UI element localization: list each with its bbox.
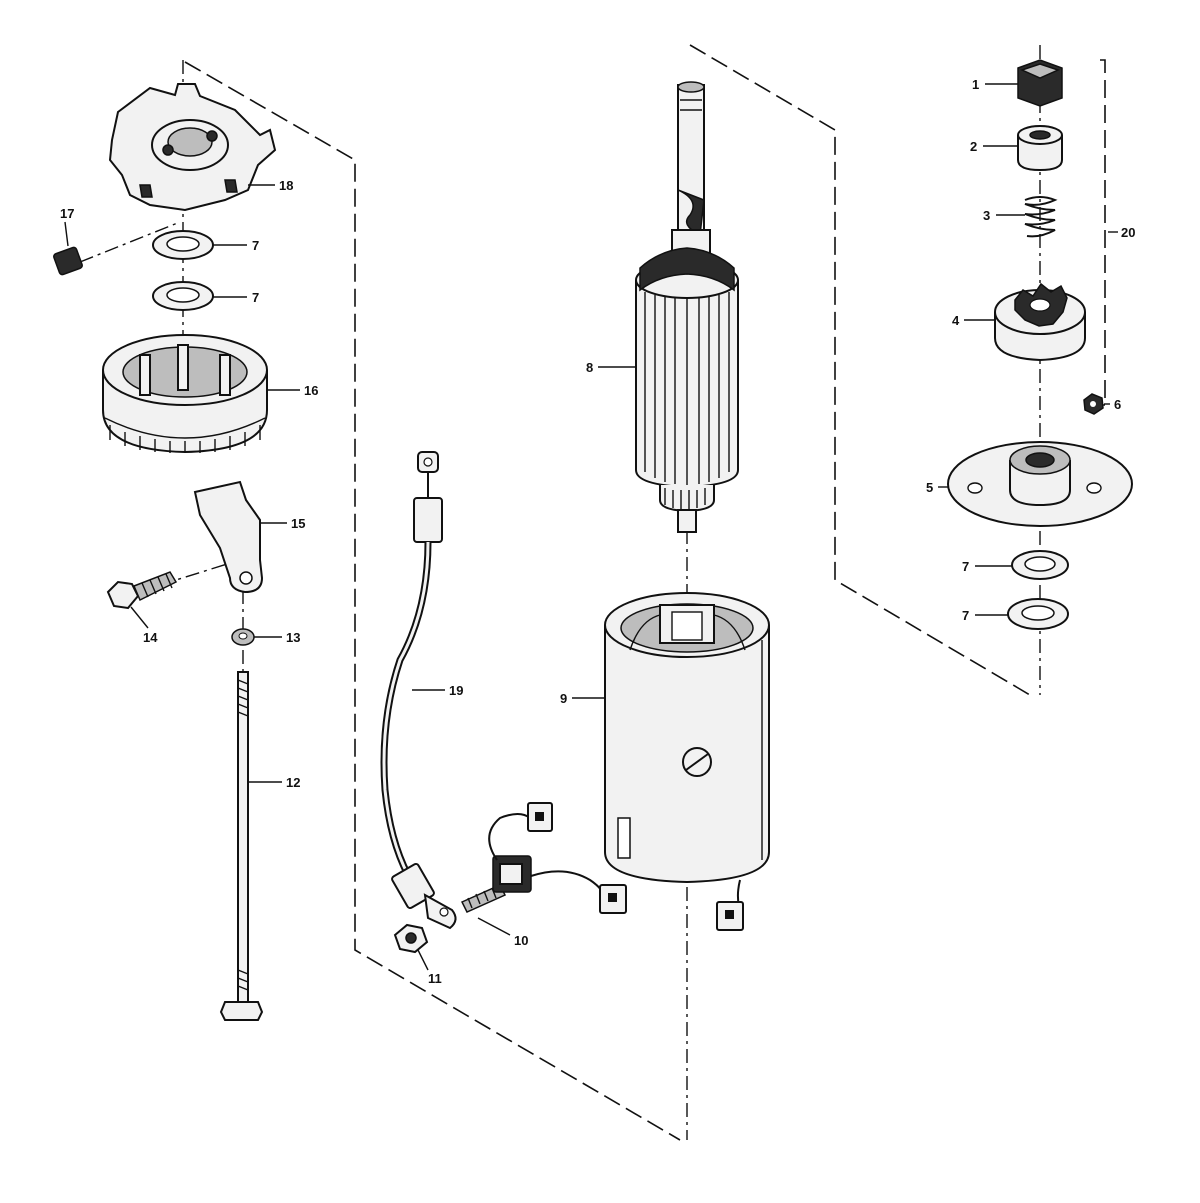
callout-7-right-upper: 7 <box>962 559 969 574</box>
assembly-outline-left <box>184 61 681 1141</box>
callout-9: 9 <box>560 691 567 706</box>
assembly-bracket-20 <box>1100 59 1106 406</box>
through-bolt <box>219 671 264 1021</box>
callout-7-left-lower: 7 <box>252 290 259 305</box>
assembly-outline-center <box>689 44 1031 696</box>
callout-3: 3 <box>983 208 990 223</box>
pinion-drive <box>994 282 1086 362</box>
spring <box>1024 196 1058 238</box>
callout-1: 1 <box>972 77 979 92</box>
washer-lower-left <box>152 281 214 311</box>
lock-washer <box>231 628 255 646</box>
mounting-bracket <box>193 480 264 594</box>
brush-end-housing <box>102 334 268 454</box>
callout-11: 11 <box>428 971 442 986</box>
callout-2: 2 <box>970 139 977 154</box>
callout-4: 4 <box>952 313 960 328</box>
end-cap-plate <box>108 83 277 212</box>
callout-14: 14 <box>143 630 158 645</box>
axis-set-screw <box>79 221 181 263</box>
callout-8: 8 <box>586 360 593 375</box>
washer-upper-right <box>1011 550 1069 580</box>
armature <box>635 81 739 533</box>
lead-wire <box>380 451 457 930</box>
callout-7-right-lower: 7 <box>962 608 969 623</box>
spacer <box>1017 125 1063 172</box>
callout-16: 16 <box>304 383 318 398</box>
callout-6: 6 <box>1114 397 1121 412</box>
callout-5: 5 <box>926 480 933 495</box>
callout-13: 13 <box>286 630 300 645</box>
drive-nut <box>1017 59 1063 107</box>
callout-17: 17 <box>60 206 74 221</box>
callout-20: 20 <box>1121 225 1135 240</box>
nut <box>393 923 429 954</box>
washer-lower-right <box>1007 598 1069 630</box>
set-screw <box>53 246 83 276</box>
brush-holder-assembly <box>460 802 627 914</box>
callout-7-left-upper: 7 <box>252 238 259 253</box>
drive-end-plate <box>947 441 1133 527</box>
callout-10: 10 <box>514 933 528 948</box>
callout-labels: 1 2 3 4 5 6 7 7 7 7 8 9 10 11 12 13 14 1… <box>60 77 1135 986</box>
callout-19: 19 <box>449 683 463 698</box>
small-nut <box>1083 393 1104 415</box>
callout-12: 12 <box>286 775 300 790</box>
callout-18: 18 <box>279 178 293 193</box>
washer-upper-left <box>152 230 214 260</box>
leader-lines <box>64 83 1118 971</box>
callout-15: 15 <box>291 516 305 531</box>
bracket-bolt <box>106 571 178 610</box>
field-frame <box>604 592 770 931</box>
